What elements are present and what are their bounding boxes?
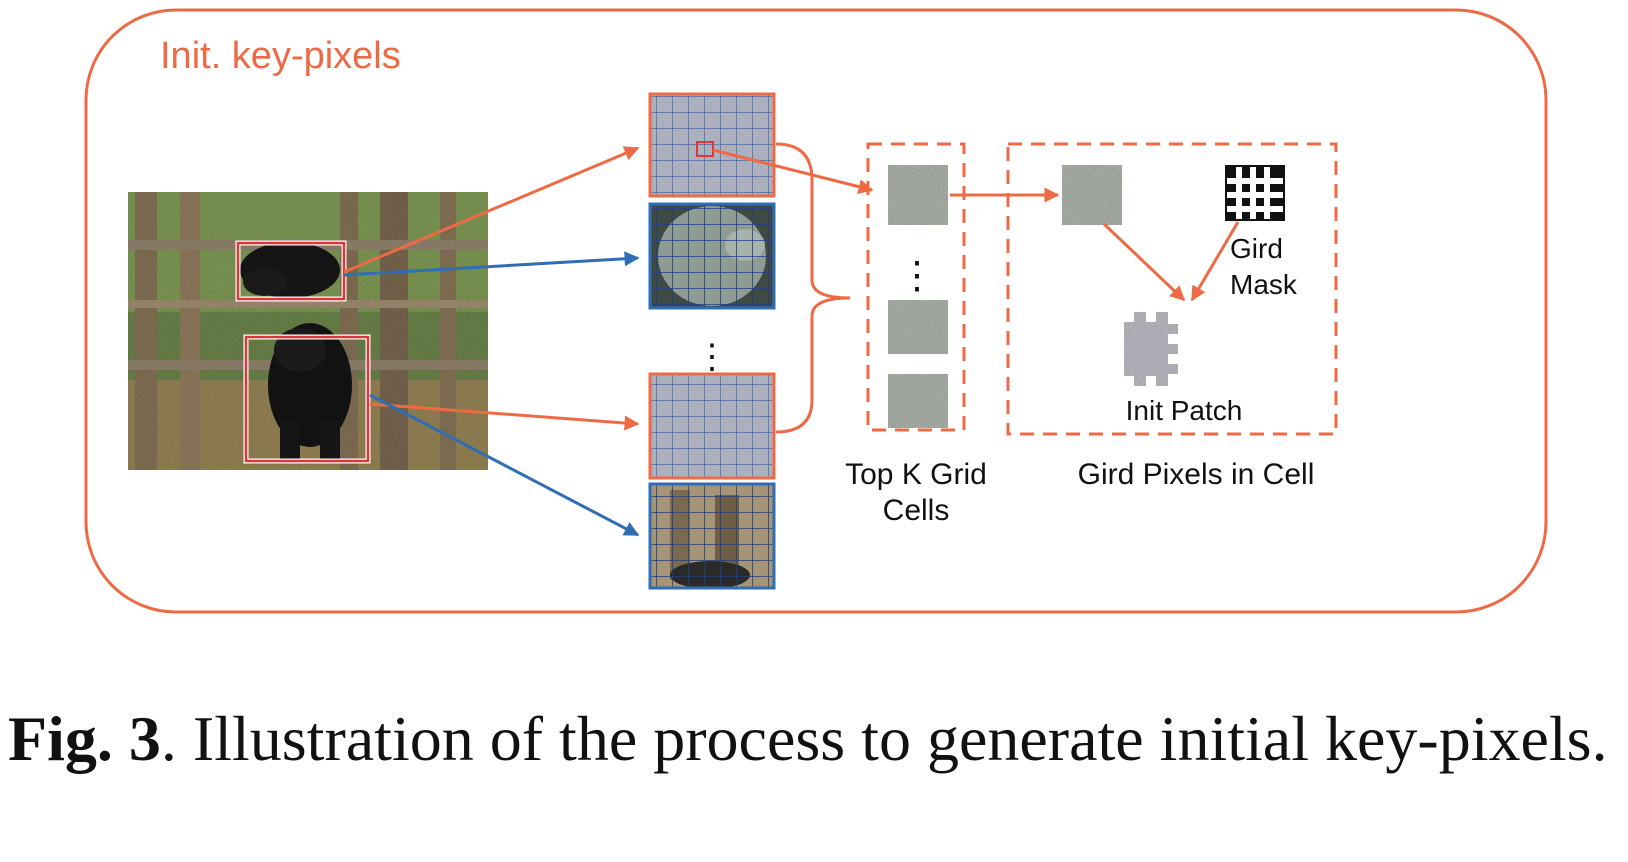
arrow-lower-image xyxy=(369,393,640,537)
arrow-mask-to-patch xyxy=(1190,221,1240,302)
gird-mask-label-line2: Mask xyxy=(1230,269,1298,300)
topk-label-line2: Cells xyxy=(883,494,950,527)
topk-cell-2 xyxy=(888,300,948,354)
cell-patch xyxy=(1062,165,1122,225)
gird-pixels-box xyxy=(1006,142,1338,436)
gird-mask-label-line1: Gird xyxy=(1230,233,1283,264)
image-grid-top xyxy=(648,202,776,310)
topk-cell-1 xyxy=(888,165,948,225)
init-patch xyxy=(1124,312,1178,386)
caption-label: Fig. 3 xyxy=(8,703,161,774)
noise-grid-bottom xyxy=(648,372,776,480)
source-image xyxy=(128,192,488,470)
gird-mask xyxy=(1225,165,1285,221)
figure-caption: Fig. 3. Illustration of the process to g… xyxy=(8,700,1608,778)
topk-ellipsis: ⋮ xyxy=(898,255,936,297)
init-keypixels-panel xyxy=(84,8,1548,614)
arrow-upper-noise xyxy=(343,146,640,274)
image-grid-bottom xyxy=(648,482,776,590)
gird-pixels-label: Gird Pixels in Cell xyxy=(1078,458,1315,491)
selected-cell xyxy=(696,141,714,157)
init-patch-label: Init Patch xyxy=(1126,395,1243,426)
noise-grid-top xyxy=(648,92,776,198)
group-brace xyxy=(775,142,851,434)
topk-cell-3 xyxy=(888,374,948,428)
arrow-cell-to-patch xyxy=(1102,222,1186,302)
column-ellipsis: ⋮ xyxy=(695,338,729,376)
topk-box xyxy=(866,142,966,432)
caption-text: . Illustration of the process to generat… xyxy=(160,703,1608,774)
panel-title: Init. key-pixels xyxy=(160,35,401,77)
arrow-upper-image xyxy=(343,251,640,277)
arrow-lower-noise xyxy=(369,402,640,431)
diagram-figure: Init. key-pixels xyxy=(84,8,1548,614)
topk-label-line1: Top K Grid xyxy=(845,458,987,491)
arrow-cell-to-topk xyxy=(712,148,874,194)
